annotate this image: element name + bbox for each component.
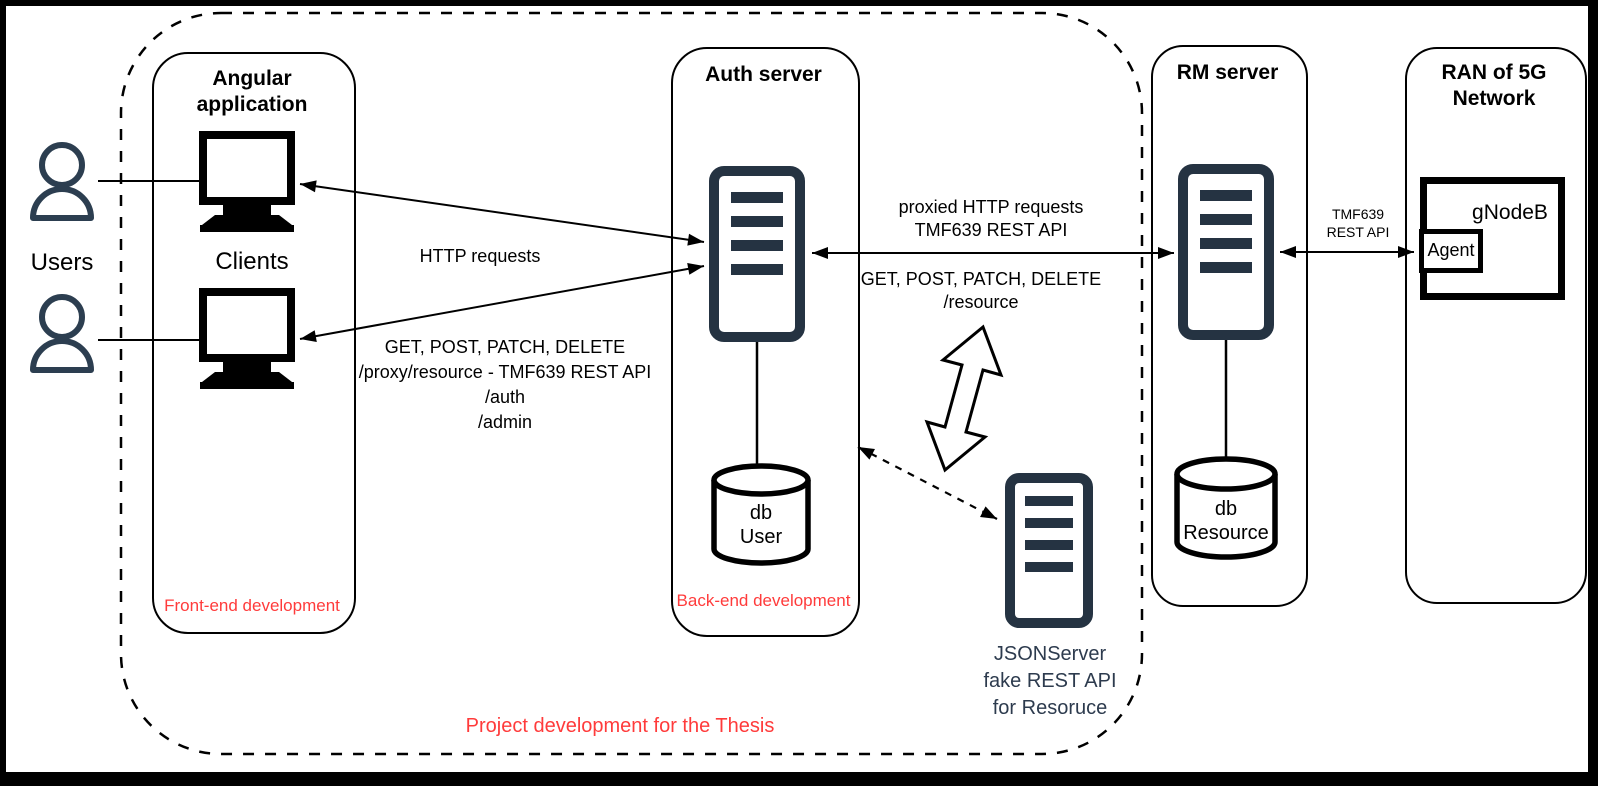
jsonserver-line1: JSONServer	[993, 643, 1107, 665]
tmf639-line1: TMF639	[1331, 206, 1385, 222]
proxied-line2: TMF639 REST API	[914, 220, 1068, 240]
jsonserver-line3: for Resoruce	[992, 697, 1108, 719]
frontend-zone-label: Front-end development	[164, 596, 340, 615]
db-resource-line2: Resource	[1183, 522, 1269, 544]
jsonserver-icon	[1005, 473, 1093, 628]
frontend-box	[152, 52, 356, 634]
tmf639-line2: REST API	[1326, 224, 1390, 241]
client-api-line2: /proxy/resource - TMF639 REST API	[358, 362, 652, 382]
client-api-line4: /admin	[477, 412, 533, 432]
db-resource-label: db Resource	[1172, 497, 1280, 545]
jsonserver-line2: fake REST API	[983, 670, 1117, 692]
db-resource-line1: db	[1214, 498, 1238, 520]
gnodeb-label: gNodeB	[1472, 201, 1548, 224]
users-label: Users	[30, 249, 94, 276]
edge-client1-auth	[299, 180, 705, 246]
edge-auth-jsonserver	[857, 446, 998, 520]
tmf639-small-label: TMF639 REST API	[1302, 205, 1414, 241]
proxied-line1: proxied HTTP requests	[898, 197, 1084, 217]
rm-box-title: RM server	[1176, 61, 1279, 84]
http-requests-label: HTTP requests	[419, 246, 541, 266]
frontend-box-title: Angular application	[196, 67, 308, 117]
agent-box	[1419, 229, 1483, 273]
resource-api-line1: GET, POST, PATCH, DELETE	[860, 269, 1102, 289]
clients-label: Clients	[215, 248, 289, 275]
db-user-label: db User	[709, 501, 813, 549]
client-api-line1: GET, POST, PATCH, DELETE	[384, 337, 626, 357]
user-icon	[30, 294, 94, 373]
db-user-line2: User	[739, 526, 783, 548]
resource-api-label: GET, POST, PATCH, DELETE /resource	[848, 268, 1114, 314]
db-user-line1: db	[749, 502, 773, 524]
client-api-label: GET, POST, PATCH, DELETE /proxy/resource…	[350, 335, 660, 435]
client-api-line3: /auth	[484, 387, 526, 407]
proxied-requests-label: proxied HTTP requests TMF639 REST API	[878, 196, 1104, 242]
edge-client2-auth	[299, 262, 705, 343]
thesis-zone-label: Project development for the Thesis	[465, 715, 775, 737]
double-arrow-icon	[924, 324, 1004, 473]
jsonserver-caption: JSONServer fake REST API for Resoruce	[945, 641, 1155, 722]
auth-box-title: Auth server	[705, 63, 822, 86]
ran-box-title: RAN of 5G Network	[1441, 61, 1547, 111]
user-icon	[30, 142, 94, 221]
resource-api-line2: /resource	[943, 292, 1019, 312]
backend-zone-label: Back-end development	[676, 591, 851, 610]
rm-box	[1151, 45, 1308, 607]
agent-label: Agent	[1427, 240, 1475, 260]
ran-box	[1405, 47, 1587, 604]
